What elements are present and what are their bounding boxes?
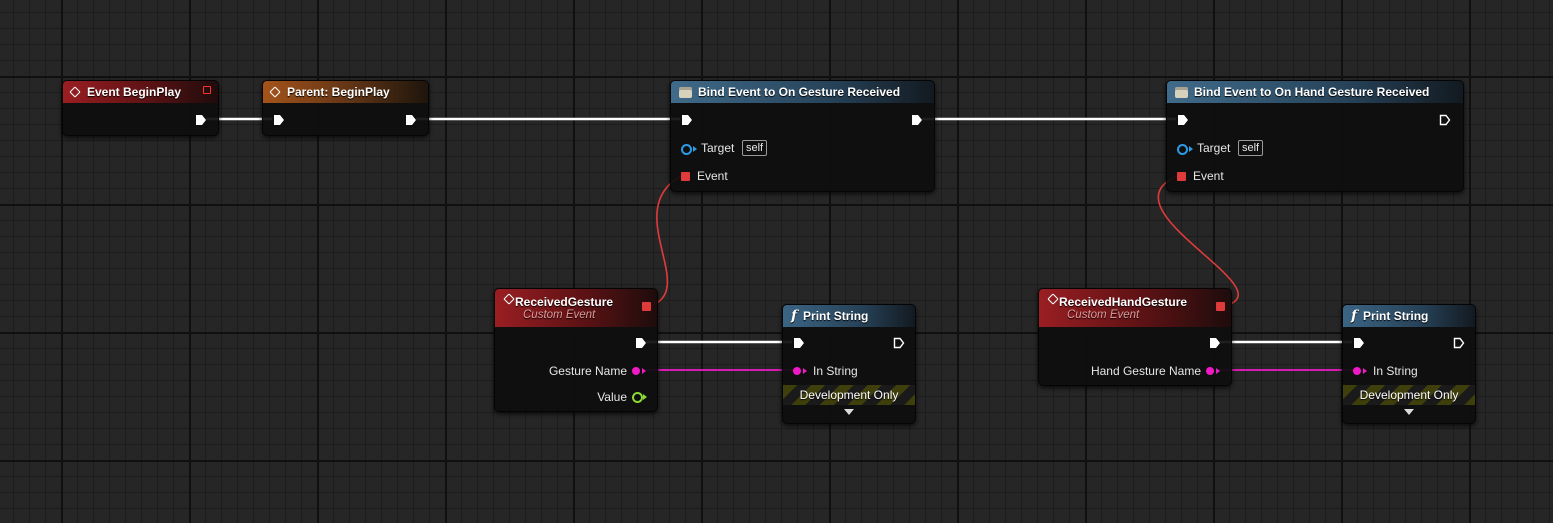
event-diamond-icon (269, 86, 281, 98)
node-title: Print String (803, 309, 869, 323)
value-label: Value (597, 390, 627, 404)
node-print-string-2[interactable]: f Print String In String Development Onl… (1342, 304, 1476, 424)
node-title: ReceivedGesture (515, 295, 614, 309)
pin-arrow-icon (1363, 368, 1367, 374)
function-f-icon: f (791, 308, 798, 324)
node-bind-hand-gesture-received[interactable]: Bind Event to On Hand Gesture Received T… (1166, 80, 1464, 192)
exec-output-pin[interactable] (405, 114, 417, 126)
bind-event-icon (679, 86, 692, 98)
node-subtitle: Custom Event (523, 309, 596, 321)
exec-input-pin[interactable] (273, 114, 285, 126)
exec-input-pin[interactable] (793, 337, 805, 349)
node-title: Event BeginPlay (87, 85, 182, 99)
node-received-gesture[interactable]: ReceivedGesture Custom Event Gesture Nam… (494, 288, 658, 412)
node-header: Event BeginPlay (63, 81, 218, 103)
target-input-pin[interactable] (1177, 144, 1188, 155)
event-label: Event (697, 169, 728, 183)
exec-input-pin[interactable] (1353, 337, 1365, 349)
exec-output-pin[interactable] (893, 337, 905, 349)
target-label: Target (701, 141, 735, 155)
exec-output-pin[interactable] (1453, 337, 1465, 349)
event-diamond-icon (69, 86, 81, 98)
event-diamond-icon (1047, 293, 1059, 305)
delegate-output-pin[interactable] (642, 302, 651, 311)
in-string-label: In String (813, 364, 858, 378)
target-input-pin[interactable] (681, 144, 692, 155)
node-event-beginplay[interactable]: Event BeginPlay (62, 80, 219, 136)
node-header: ReceivedGesture Custom Event (495, 289, 657, 327)
bind-event-icon (1175, 86, 1188, 98)
exec-output-pin[interactable] (195, 114, 207, 126)
exec-output-pin[interactable] (911, 114, 923, 126)
development-only-banner: Development Only (783, 385, 915, 405)
node-bind-gesture-received[interactable]: Bind Event to On Gesture Received Target… (670, 80, 935, 192)
gesture-name-output-pin[interactable] (632, 367, 640, 375)
pin-arrow-icon (642, 368, 646, 374)
event-input-pin[interactable] (681, 172, 690, 181)
node-title: ReceivedHandGesture (1059, 295, 1188, 309)
node-parent-beginplay[interactable]: Parent: BeginPlay (262, 80, 429, 136)
node-header: Bind Event to On Hand Gesture Received (1167, 81, 1463, 103)
gesture-name-label: Gesture Name (548, 364, 627, 378)
in-string-input-pin[interactable] (793, 367, 801, 375)
delegate-output-pin[interactable] (1216, 302, 1225, 311)
delegate-output-pin[interactable] (203, 86, 211, 94)
target-label: Target (1197, 141, 1231, 155)
node-title: Bind Event to On Hand Gesture Received (1194, 85, 1430, 99)
node-print-string-1[interactable]: f Print String In String Development Onl… (782, 304, 916, 424)
function-f-icon: f (1351, 308, 1358, 324)
node-header: Bind Event to On Gesture Received (671, 81, 934, 103)
target-value-field[interactable]: self (742, 140, 768, 156)
node-header: ReceivedHandGesture Custom Event (1039, 289, 1231, 327)
value-output-pin[interactable] (632, 392, 643, 403)
exec-input-pin[interactable] (1177, 114, 1189, 126)
delegate-wire-received-gesture (649, 175, 682, 307)
node-header: Parent: BeginPlay (263, 81, 428, 103)
event-input-pin[interactable] (1177, 172, 1186, 181)
hand-gesture-name-output-pin[interactable] (1206, 367, 1214, 375)
node-subtitle: Custom Event (1067, 309, 1140, 321)
node-received-hand-gesture[interactable]: ReceivedHandGesture Custom Event Hand Ge… (1038, 288, 1232, 386)
expand-arrow-icon[interactable] (1404, 409, 1414, 415)
node-title: Parent: BeginPlay (287, 85, 390, 99)
in-string-label: In String (1373, 364, 1418, 378)
development-only-banner: Development Only (1343, 385, 1475, 405)
pin-arrow-icon (643, 394, 647, 400)
pin-arrow-icon (1189, 146, 1193, 152)
target-value-field[interactable]: self (1238, 140, 1264, 156)
exec-output-pin[interactable] (1209, 337, 1221, 349)
delegate-wire-received-hand-gesture (1157, 175, 1239, 307)
expand-arrow-icon[interactable] (844, 409, 854, 415)
exec-input-pin[interactable] (681, 114, 693, 126)
event-diamond-icon (503, 293, 515, 305)
exec-output-pin[interactable] (635, 337, 647, 349)
pin-arrow-icon (803, 368, 807, 374)
node-header: f Print String (1343, 305, 1475, 327)
node-header: f Print String (783, 305, 915, 327)
hand-gesture-name-label: Hand Gesture Name (1090, 364, 1201, 378)
event-label: Event (1193, 169, 1224, 183)
exec-output-pin[interactable] (1439, 114, 1451, 126)
node-title: Bind Event to On Gesture Received (698, 85, 901, 99)
node-title: Print String (1363, 309, 1429, 323)
in-string-input-pin[interactable] (1353, 367, 1361, 375)
pin-arrow-icon (693, 146, 697, 152)
pin-arrow-icon (1216, 368, 1220, 374)
